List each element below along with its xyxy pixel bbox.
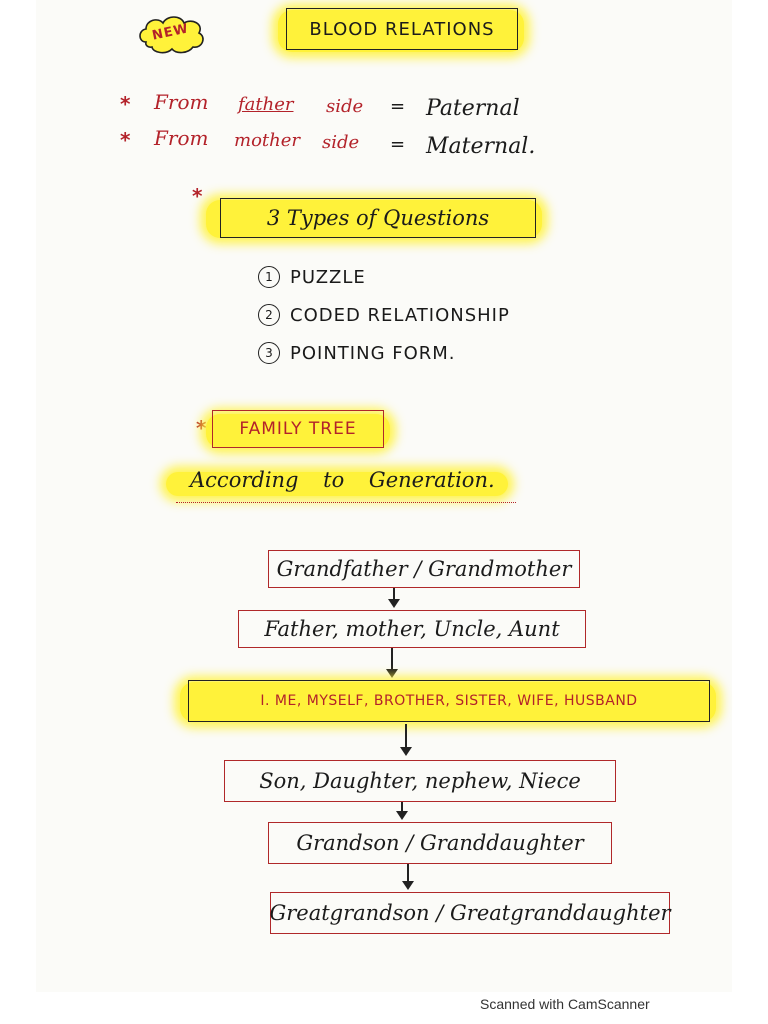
- arrow-down-icon: [388, 588, 400, 608]
- paternal-term: Paternal: [426, 96, 520, 121]
- list-item-label: CODED RELATIONSHIP: [290, 304, 510, 326]
- generation-label: Grandfather / Grandmother: [276, 557, 572, 581]
- side-line-1: * From father side = Paternal: [120, 90, 640, 124]
- types-heading: 3 Types of Questions: [266, 206, 490, 230]
- equals-sign: =: [390, 96, 406, 117]
- asterisk-icon: *: [192, 184, 203, 208]
- asterisk-icon: *: [196, 416, 207, 440]
- asterisk-icon: *: [120, 128, 131, 152]
- title-box: BLOOD RELATIONS: [286, 8, 518, 50]
- generation-label: Greatgrandson / Greatgranddaughter: [269, 901, 671, 925]
- number-circle-icon: 3: [258, 342, 280, 364]
- generation-box-children: Son, Daughter, nephew, Niece: [224, 760, 616, 802]
- question-types-list: 1 PUZZLE 2 CODED RELATIONSHIP 3 POINTING…: [258, 258, 558, 372]
- list-item-label: POINTING FORM.: [290, 342, 456, 364]
- according-line: According to Generation.: [176, 466, 516, 503]
- list-item: 2 CODED RELATIONSHIP: [258, 296, 558, 334]
- list-item-label: PUZZLE: [290, 266, 366, 288]
- generation-box-grandparents: Grandfather / Grandmother: [268, 550, 580, 588]
- camscanner-footer: Scanned with CamScanner: [480, 994, 720, 1016]
- cloud-badge-icon: [139, 16, 204, 54]
- family-tree-box: FAMILY TREE: [212, 410, 384, 448]
- equals-sign: =: [390, 134, 406, 155]
- mother-label: mother: [234, 130, 300, 151]
- types-heading-box: 3 Types of Questions: [220, 198, 536, 238]
- arrow-down-icon: [386, 648, 398, 678]
- family-tree-label: FAMILY TREE: [239, 419, 357, 439]
- arrow-down-icon: [396, 802, 408, 820]
- generation-label: I. ME, MYSELF, BROTHER, SISTER, WIFE, HU…: [260, 693, 638, 709]
- page-title: BLOOD RELATIONS: [309, 18, 495, 40]
- arrow-down-icon: [400, 724, 412, 756]
- list-item: 1 PUZZLE: [258, 258, 558, 296]
- side-label: side: [326, 96, 364, 117]
- generation-box-great-grandchildren: Greatgrandson / Greatgranddaughter: [269, 892, 671, 934]
- new-badge: NEW: [136, 12, 208, 56]
- footer-text: Scanned with CamScanner: [480, 996, 650, 1012]
- types-highlight: [206, 200, 542, 238]
- paper-sheet: [36, 0, 732, 992]
- family-tree-highlight: [206, 414, 390, 448]
- maternal-term: Maternal.: [426, 134, 536, 159]
- from-label: From: [154, 90, 209, 114]
- side-label: side: [322, 132, 360, 153]
- list-item: 3 POINTING FORM.: [258, 334, 558, 372]
- generation-label: Grandson / Granddaughter: [296, 831, 584, 855]
- side-line-2: * From mother side = Maternal.: [120, 126, 640, 160]
- according-text: According to Generation.: [190, 468, 495, 492]
- from-label: From: [154, 126, 209, 150]
- number-circle-icon: 1: [258, 266, 280, 288]
- self-generation-highlight: [180, 682, 716, 722]
- generation-box-self: I. ME, MYSELF, BROTHER, SISTER, WIFE, HU…: [188, 680, 710, 722]
- arrow-down-icon: [402, 864, 414, 890]
- generation-label: Father, mother, Uncle, Aunt: [264, 617, 560, 641]
- number-circle-icon: 2: [258, 304, 280, 326]
- title-highlight: [278, 10, 524, 52]
- father-label: father: [238, 94, 294, 115]
- generation-box-grandchildren: Grandson / Granddaughter: [268, 822, 612, 864]
- asterisk-icon: *: [120, 92, 131, 116]
- according-highlight: [166, 472, 508, 496]
- generation-label: Son, Daughter, nephew, Niece: [259, 769, 581, 793]
- generation-box-parents: Father, mother, Uncle, Aunt: [238, 610, 586, 648]
